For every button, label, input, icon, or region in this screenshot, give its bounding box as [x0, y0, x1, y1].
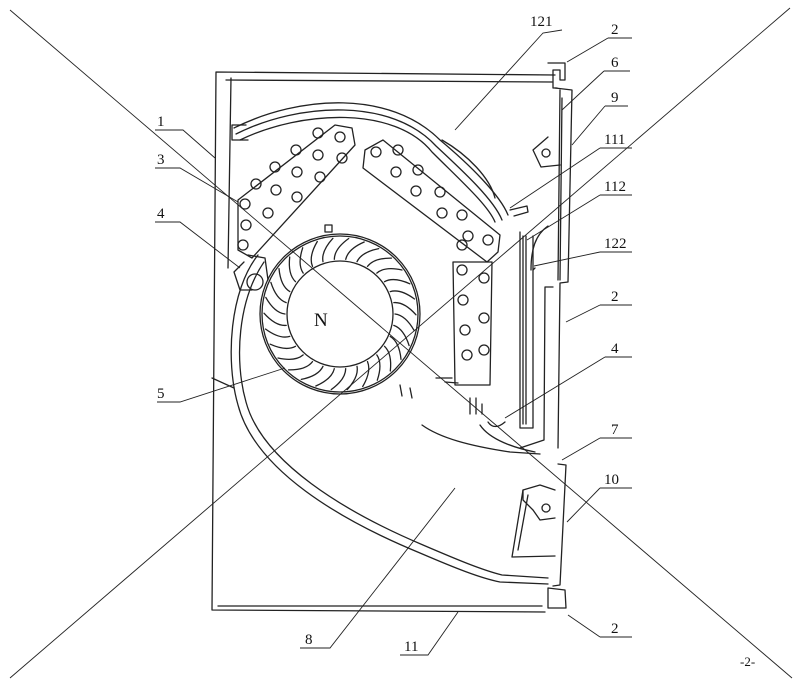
- fan-blade: [264, 328, 291, 338]
- fan-blade: [383, 278, 411, 285]
- label-6: 6: [611, 55, 619, 71]
- fan-blade: [393, 301, 417, 316]
- outlet-details: [324, 224, 506, 428]
- label-2-middle: 2: [611, 289, 619, 305]
- fan-blade: [389, 335, 402, 360]
- fan-blade: [300, 365, 324, 381]
- label-8: 8: [305, 632, 313, 648]
- heat-exchanger-vertical: [452, 261, 493, 386]
- fan-blade: [393, 324, 410, 347]
- fan-blades: [263, 237, 417, 391]
- label-4-right: 4: [611, 341, 619, 357]
- fan-blade: [345, 241, 365, 260]
- fan-wheel: N: [259, 233, 421, 395]
- label-121: 121: [530, 14, 553, 30]
- fan-blade: [322, 237, 334, 263]
- fan-blade: [310, 240, 318, 268]
- label-122: 122: [604, 236, 627, 252]
- fan-blade: [376, 354, 381, 381]
- fan-blade: [315, 368, 335, 387]
- fan-blade: [376, 268, 403, 274]
- label-111: 111: [604, 132, 625, 148]
- label-10: 10: [604, 472, 619, 488]
- fan-blade: [362, 360, 370, 388]
- label-9: 9: [611, 90, 619, 106]
- fan-blade: [288, 256, 297, 283]
- fan-blade: [333, 237, 350, 260]
- air-guide-top: [231, 102, 509, 223]
- label-5: 5: [157, 386, 165, 402]
- heat-exchanger-right: [362, 139, 501, 263]
- label-4-left: 4: [157, 206, 165, 222]
- fan-blade: [383, 345, 392, 372]
- fan-blade: [330, 368, 347, 391]
- label-2-top: 2: [611, 22, 619, 38]
- label-11: 11: [404, 639, 418, 655]
- fan-blade: [269, 343, 297, 350]
- clip-bracket-10: [511, 484, 556, 558]
- page-number: -2-: [740, 654, 755, 669]
- fan-blade: [265, 296, 286, 315]
- fan-blade: [270, 281, 287, 304]
- fan-blade: [356, 247, 380, 263]
- fan-blade: [366, 257, 393, 268]
- label-1: 1: [157, 114, 165, 130]
- fan-blade: [278, 268, 291, 293]
- fan-blade: [389, 290, 416, 300]
- part-labels: 121 2 6 9 1 111 3 112 4 122 2 4 5 7 10 8…: [157, 14, 627, 655]
- label-112: 112: [604, 179, 626, 195]
- fan-blade: [346, 365, 358, 391]
- clip-bracket-9: [532, 136, 561, 168]
- housing-frame: [211, 71, 556, 613]
- fan-blade: [394, 313, 415, 332]
- fan-volute: [211, 254, 549, 585]
- fan-blade: [263, 312, 287, 327]
- heat-exchanger-left: [237, 124, 356, 259]
- label-3: 3: [157, 152, 165, 168]
- fan-blade: [299, 247, 304, 274]
- fan-blade: [277, 354, 304, 360]
- leader-lines: [155, 29, 632, 656]
- label-7: 7: [611, 422, 619, 438]
- center-mark: N: [314, 310, 328, 331]
- drip-plates: [509, 205, 549, 429]
- right-panel: [519, 62, 573, 609]
- fan-blade: [287, 360, 314, 371]
- cross-out-lines: [9, 7, 793, 679]
- label-2-bottom: 2: [611, 621, 619, 637]
